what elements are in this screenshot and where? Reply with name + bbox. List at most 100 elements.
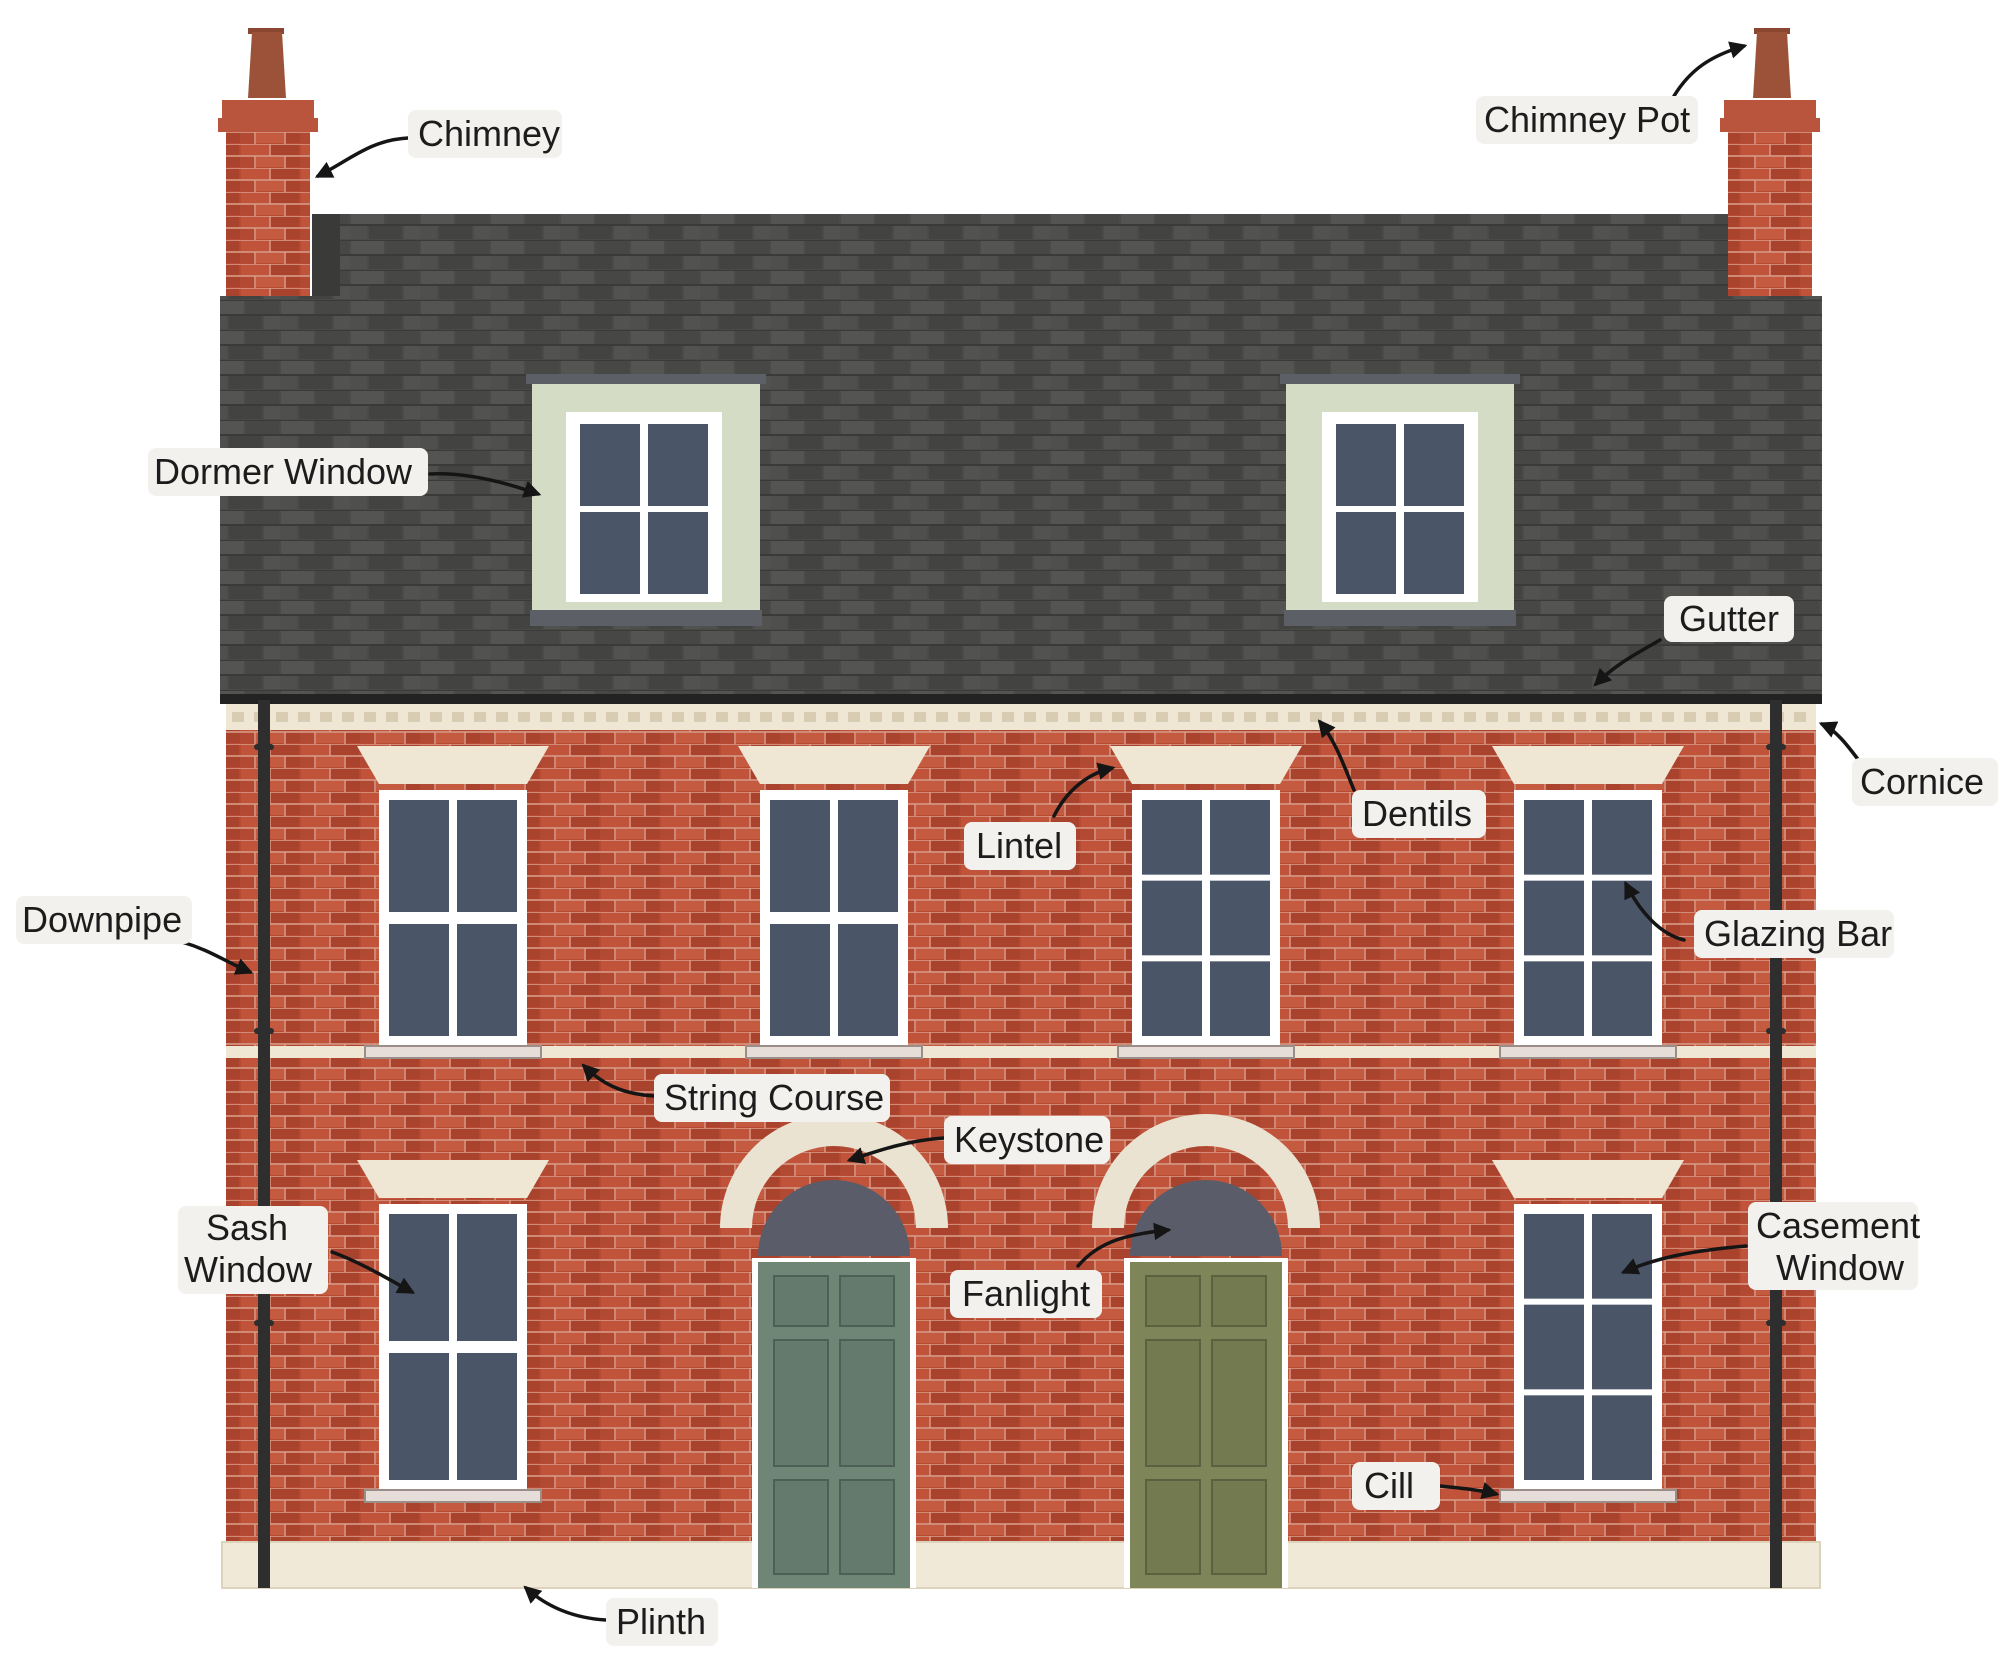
sash-window [357, 1160, 549, 1503]
dentil [430, 712, 442, 722]
dentil [1728, 712, 1740, 722]
dentil [1090, 712, 1102, 722]
dentil [1596, 712, 1608, 722]
dentil [1530, 712, 1542, 722]
dentil [540, 712, 552, 722]
dentil [1618, 712, 1630, 722]
sash-window [357, 746, 549, 1059]
dentil [364, 712, 376, 722]
dentil [1134, 712, 1146, 722]
dentil [1178, 712, 1190, 722]
dentil [232, 712, 244, 722]
dentil [650, 712, 662, 722]
dentil [694, 712, 706, 722]
dentil [1486, 712, 1498, 722]
svg-text:String Course: String Course [664, 1077, 884, 1118]
roof [220, 214, 1822, 696]
label-glazing-bar: Glazing Bar [1694, 910, 1894, 958]
casement-window [1492, 1160, 1684, 1503]
dentil [782, 712, 794, 722]
dentil [1112, 712, 1124, 722]
lintel [357, 746, 549, 784]
dentil [914, 712, 926, 722]
dentil [936, 712, 948, 722]
dentil [1420, 712, 1432, 722]
dentil [1024, 712, 1036, 722]
dentil [980, 712, 992, 722]
svg-text:Downpipe: Downpipe [22, 899, 182, 940]
chimney-left [218, 28, 318, 298]
lintel [357, 1160, 549, 1198]
svg-text:Glazing Bar: Glazing Bar [1704, 913, 1892, 954]
label-dentils: Dentils [1352, 790, 1486, 838]
dentil [408, 712, 420, 722]
dentil [1266, 712, 1278, 722]
svg-text:Chimney Pot: Chimney Pot [1484, 99, 1690, 140]
label-cill: Cill [1352, 1462, 1440, 1510]
lintel [1110, 746, 1302, 784]
label-gutter: Gutter [1664, 596, 1794, 642]
dentil [1046, 712, 1058, 722]
cill [1499, 1045, 1677, 1059]
svg-text:Dentils: Dentils [1362, 793, 1472, 834]
svg-text:Dormer Window: Dormer Window [154, 451, 413, 492]
svg-text:Keystone: Keystone [954, 1119, 1104, 1160]
door-right [1092, 1114, 1320, 1588]
svg-text:Gutter: Gutter [1679, 598, 1779, 639]
dentil [1552, 712, 1564, 722]
fanlight-left [758, 1180, 910, 1256]
dentil [848, 712, 860, 722]
svg-text:Casement: Casement [1756, 1205, 1920, 1246]
svg-text:Fanlight: Fanlight [962, 1273, 1090, 1314]
dentil [628, 712, 640, 722]
label-lintel: Lintel [964, 822, 1076, 870]
dentil [1244, 712, 1256, 722]
gutter [220, 694, 1822, 704]
dentil [1574, 712, 1586, 722]
dentils [232, 712, 1806, 722]
dentil [1288, 712, 1300, 722]
dentil [1684, 712, 1696, 722]
dentil [1332, 712, 1344, 722]
dentil [606, 712, 618, 722]
lintel [1492, 746, 1684, 784]
dentil [672, 712, 684, 722]
dentil [1706, 712, 1718, 722]
cill [1117, 1045, 1295, 1059]
dentil [584, 712, 596, 722]
dormer-window-right [1280, 374, 1520, 626]
dentil [1002, 712, 1014, 722]
dentil [320, 712, 332, 722]
dentil [1464, 712, 1476, 722]
dentil [474, 712, 486, 722]
svg-text:Plinth: Plinth [616, 1601, 706, 1642]
dormer-window-left [526, 374, 766, 626]
dentil [1662, 712, 1674, 722]
label-fanlight: Fanlight [950, 1270, 1102, 1318]
dentil [760, 712, 772, 722]
label-cornice: Cornice [1852, 758, 1998, 806]
cornice [226, 704, 1816, 730]
door-left [720, 1114, 948, 1588]
svg-text:Chimney: Chimney [418, 113, 560, 154]
dentil [870, 712, 882, 722]
casement-window [1492, 746, 1684, 1059]
dentil [1222, 712, 1234, 722]
svg-text:Window: Window [1776, 1247, 1905, 1288]
svg-text:Lintel: Lintel [976, 825, 1062, 866]
dentil [298, 712, 310, 722]
label-downpipe: Downpipe [16, 896, 192, 944]
dentil [1640, 712, 1652, 722]
chimney-right [1720, 28, 1820, 298]
dentil [1794, 712, 1806, 722]
chimney-pot-left [248, 32, 286, 98]
label-dormer-window: Dormer Window [148, 448, 428, 496]
cill [364, 1045, 542, 1059]
dentil [1156, 712, 1168, 722]
svg-text:Sash: Sash [206, 1207, 288, 1248]
dentil [1398, 712, 1410, 722]
dentil [1750, 712, 1762, 722]
dentil [892, 712, 904, 722]
dentil [496, 712, 508, 722]
cill [364, 1489, 542, 1503]
